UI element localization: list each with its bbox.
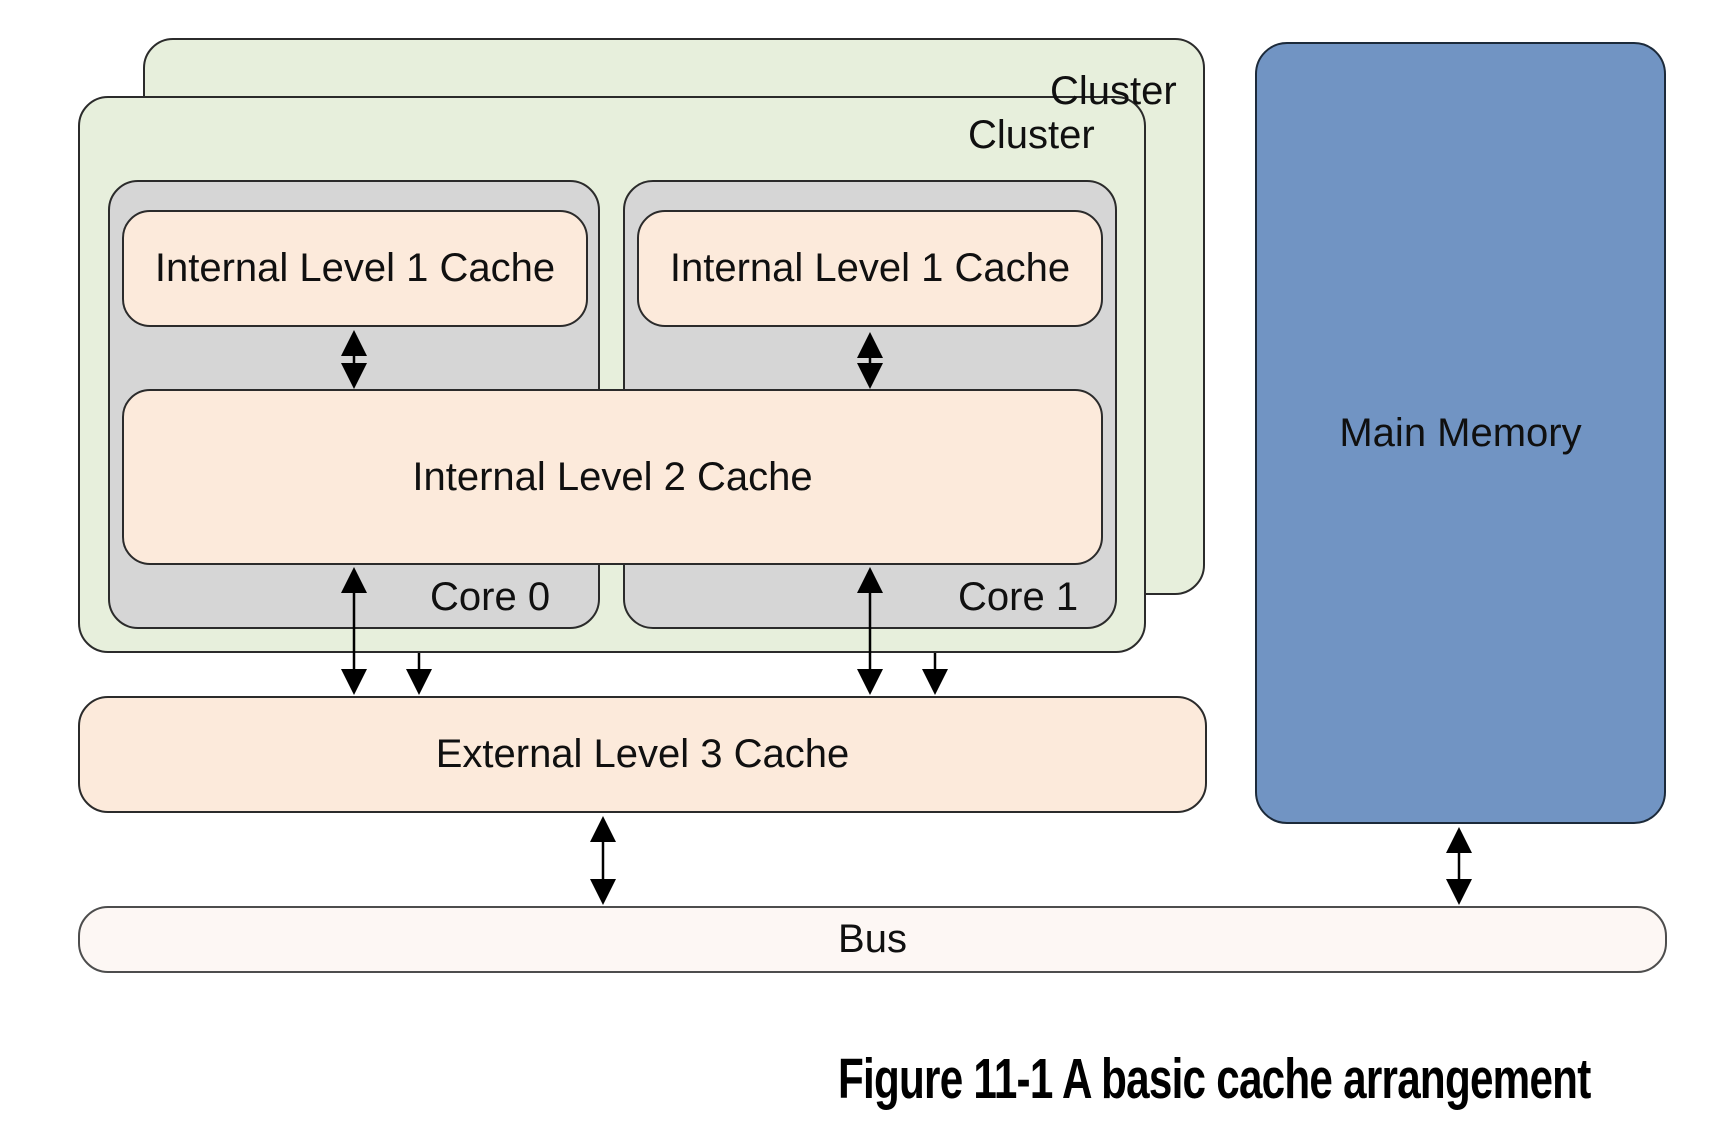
l1-cache-core0-box: Internal Level 1 Cache [122, 210, 588, 327]
main-memory-box: Main Memory [1255, 42, 1666, 824]
arrow-mainmemory-bus [1446, 827, 1472, 905]
l1-cache-core0-label: Internal Level 1 Cache [154, 246, 556, 290]
l2-cache-box: Internal Level 2 Cache [122, 389, 1103, 565]
arrow-l3-bus [590, 816, 616, 905]
l2-cache-label: Internal Level 2 Cache [412, 454, 813, 499]
l3-cache-label: External Level 3 Cache [435, 732, 850, 776]
bus-label: Bus [838, 917, 907, 961]
l1-cache-core1-label: Internal Level 1 Cache [669, 246, 1071, 290]
main-memory-label: Main Memory [1339, 410, 1582, 455]
arrow-cluster-back-l3-right [922, 653, 948, 695]
figure-caption: Figure 11-1 A basic cache arrangement [838, 1047, 1591, 1111]
l1-cache-core1-box: Internal Level 1 Cache [637, 210, 1103, 327]
cluster-back-label: Cluster [1050, 69, 1177, 113]
core0-label: Core 0 [430, 575, 551, 619]
core1-label: Core 1 [958, 575, 1079, 619]
l3-cache-box: External Level 3 Cache [78, 696, 1207, 813]
bus-box: Bus [78, 906, 1667, 973]
cluster-front-label: Cluster [968, 113, 1095, 157]
arrow-cluster-back-l3-left [406, 653, 432, 695]
